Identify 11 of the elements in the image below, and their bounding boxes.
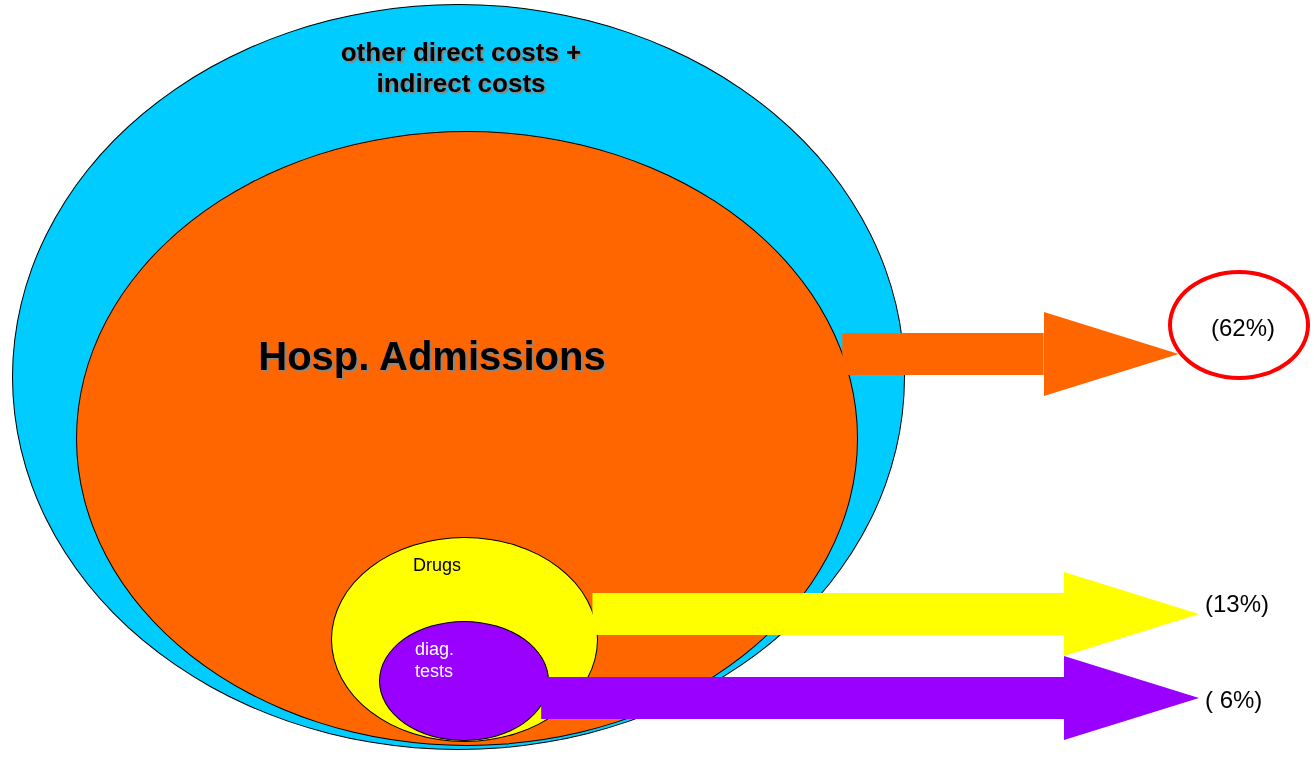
block-arrow <box>592 572 1199 656</box>
ellipse-label: diag. tests <box>415 639 456 683</box>
percentage-label: (13%) <box>1205 590 1271 619</box>
block-arrow <box>541 656 1199 740</box>
percentage-label: ( 6%) <box>1205 686 1264 715</box>
ellipse-label: Hosp. Admissions <box>257 333 607 380</box>
ellipse-label: other direct costs + indirect costs <box>339 37 583 100</box>
highlight-ellipse <box>1168 270 1310 380</box>
block-arrow <box>842 312 1179 396</box>
ellipse-label: (62%) <box>1210 314 1276 343</box>
ellipse-label: Drugs <box>413 555 462 577</box>
